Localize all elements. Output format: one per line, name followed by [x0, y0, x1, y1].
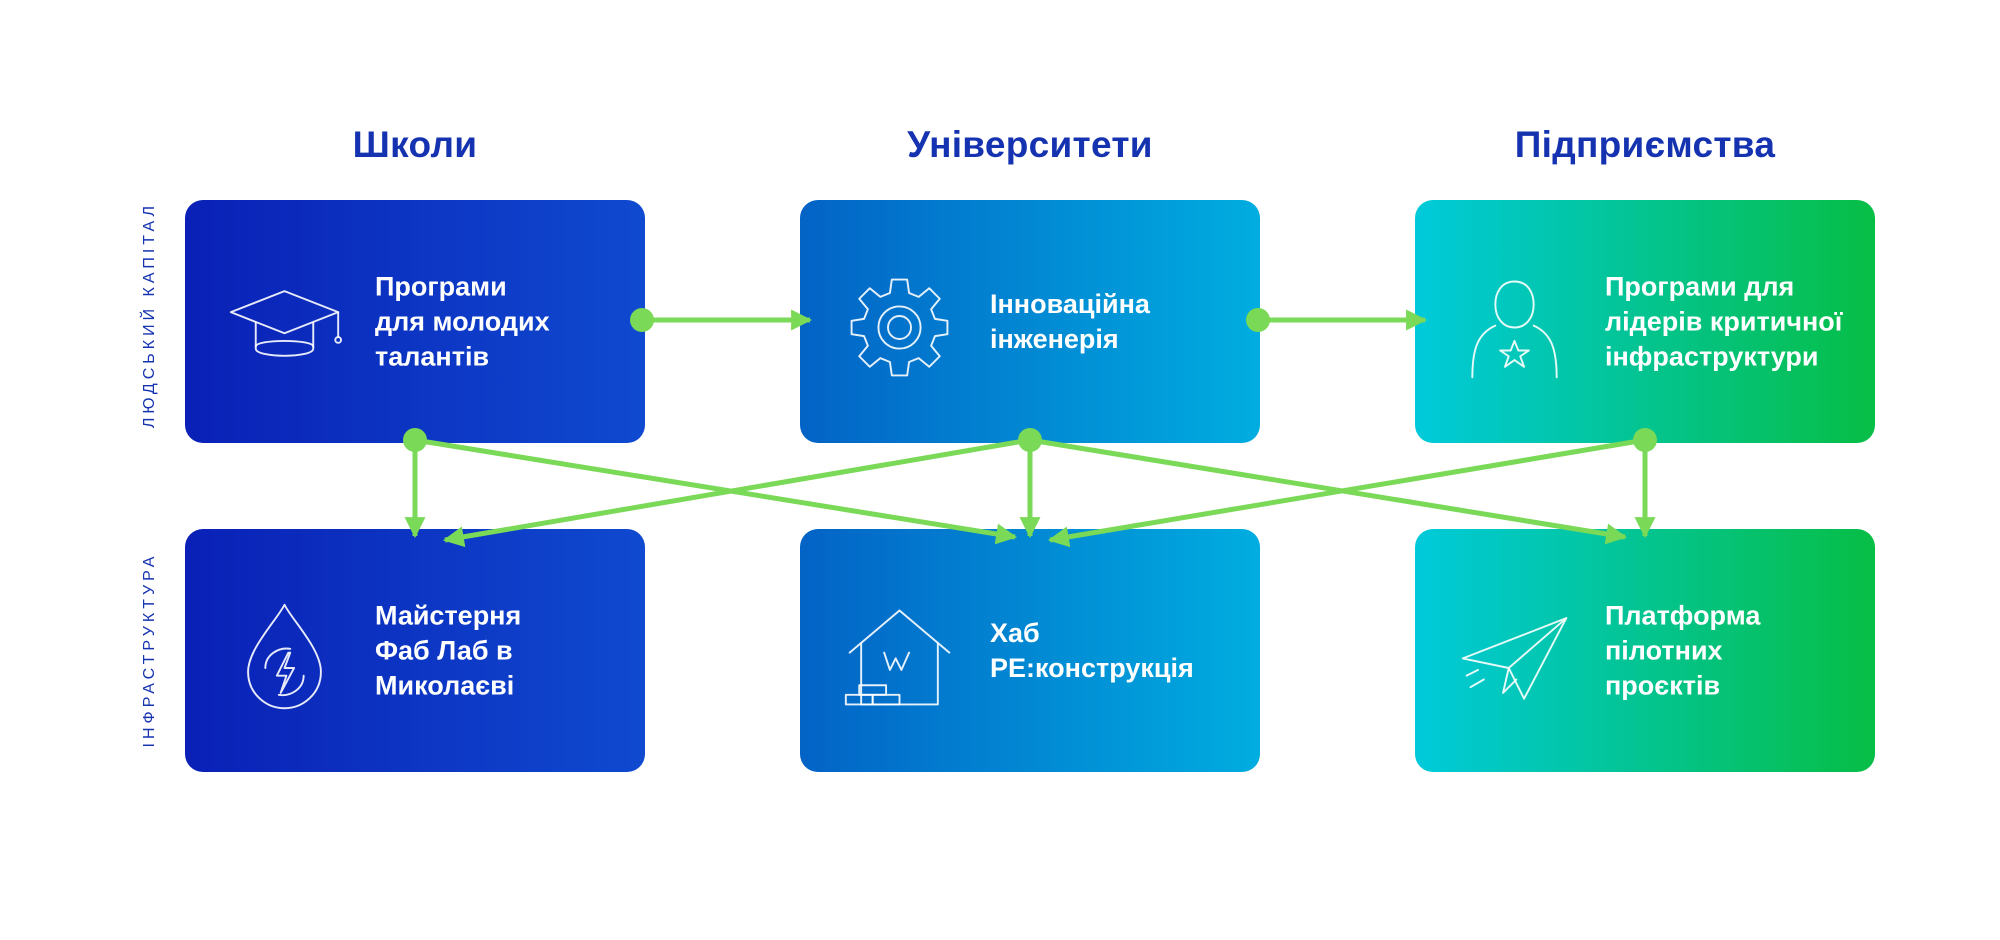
card-text: Майстерня Фаб Лаб в Миколаєві: [375, 600, 522, 700]
connector-dot: [1633, 428, 1657, 452]
card-innovative-engineering: Інноваційна інженерія: [800, 200, 1260, 443]
card-text: Платформа пілотних проєктів: [1605, 600, 1761, 700]
column-title-schools: Школи: [352, 124, 478, 165]
person-star-icon: [1457, 270, 1572, 385]
card-fablab-workshop: Майстерня Фаб Лаб в Миколаєві: [185, 529, 645, 772]
connector-dot: [403, 428, 427, 452]
arrow-enterprises-to-hub: [1047, 437, 1646, 548]
card-critical-infrastructure-leaders: Програми для лідерів критичної інфрастру…: [1415, 200, 1875, 443]
energy-drop-icon: [227, 599, 342, 714]
arrow-universities-to-fablab: [442, 437, 1031, 548]
arrow-schools-to-hub: [414, 437, 1018, 545]
card-pilot-projects-platform: Платформа пілотних проєктів: [1415, 529, 1875, 772]
paper-plane-icon: [1457, 599, 1572, 714]
column-title-universities: Університети: [907, 124, 1153, 165]
card-text: Програми для лідерів критичної інфрастру…: [1605, 271, 1843, 371]
card-text: Програми для молодих талантів: [375, 271, 550, 371]
column-title-enterprises: Підприємства: [1514, 124, 1776, 165]
arrow-universities-to-platform: [1029, 437, 1628, 545]
connector-dot: [630, 308, 654, 332]
card-text: Хаб РЕ:конструкція: [990, 617, 1194, 683]
house-bricks-icon: [842, 599, 957, 714]
card-text: Інноваційна інженерія: [990, 288, 1150, 354]
connector-dot: [1246, 308, 1270, 332]
connector-dot: [1018, 428, 1042, 452]
gear-icon: [842, 270, 957, 385]
card-young-talent-programs: Програми для молодих талантів: [185, 200, 645, 443]
card-reconstruction-hub: Хаб РЕ:конструкція: [800, 529, 1260, 772]
graduation-cap-icon: [227, 270, 342, 385]
